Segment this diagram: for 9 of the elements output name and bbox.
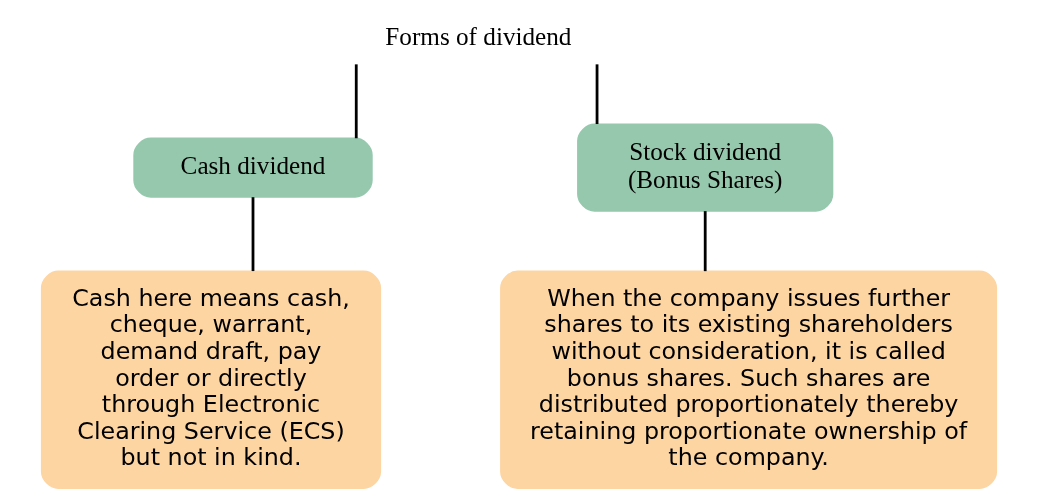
node-box: Cash here means cash, cheque, warrant, demand draft, pay order or directly through Electronic Clearing Service (ECS) but not in kind. [40, 270, 382, 489]
connector [703, 211, 707, 272]
connector [595, 64, 599, 125]
node-box: Stock dividend (Bonus Shares) [577, 123, 834, 212]
connector [354, 64, 358, 139]
connector [251, 197, 255, 272]
node-text: Forms of dividend [385, 23, 572, 51]
node-box: Cash dividend [133, 137, 373, 198]
node-box: When the company issues further shares to its existing shareholders without consideration, it is called bonus shares. Such shares are distributed proportionately thereby retaining proportionate ownership of the company. [500, 270, 998, 489]
